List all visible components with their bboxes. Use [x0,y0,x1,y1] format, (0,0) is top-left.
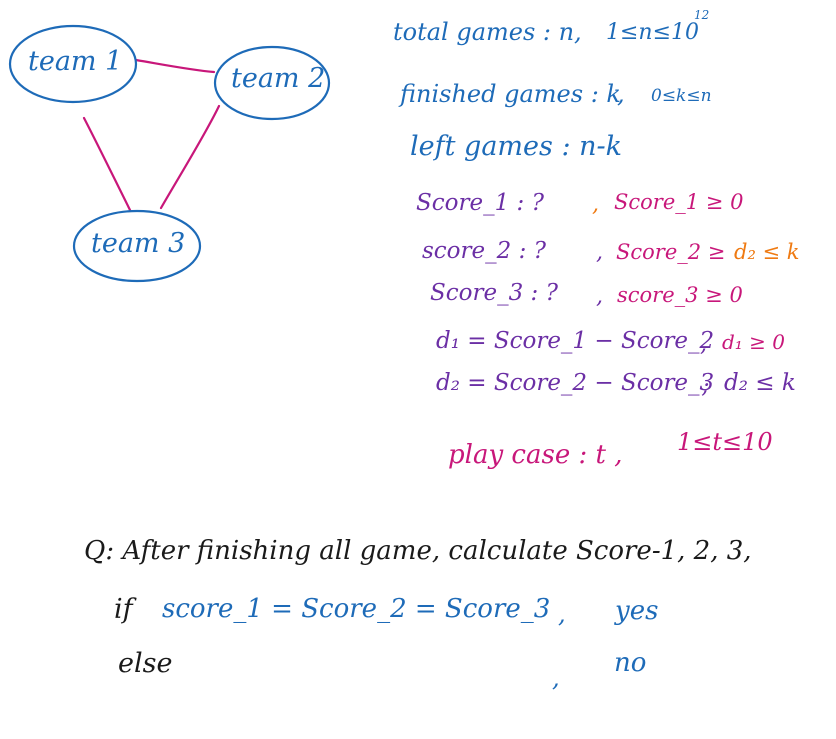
score2-constraint-b: d₂ ≤ k [734,240,800,264]
d1-sep: , [700,332,707,357]
score1-constraint: Score_1 ≥ 0 [614,190,744,214]
score3-sep: , [596,284,603,309]
score3-label: Score_3 : ? [430,280,558,306]
finished-games-constraint: 0≤k≤n [651,86,712,106]
else-keyword: else [118,648,173,679]
d1-label: d₁ = Score_1 − Score_2 [436,328,715,354]
node-team3-ellipse [72,209,202,283]
d1-constraint: d₁ ≥ 0 [722,330,786,354]
edge-team1-team3 [82,116,132,212]
d2-sep: ; [702,374,710,399]
score2-constraint-a: Score_2 ≥ [616,240,726,264]
total-games-exponent: 12 [694,8,710,22]
left-games-label: left games : n-k [410,131,622,162]
total-games-label: total games : n [393,18,575,46]
play-case-label: play case : t , [448,440,623,470]
if-sep: , [558,600,566,628]
node-team1-ellipse [8,24,138,104]
node-team2-label: team 2 [231,63,326,94]
if-condition: score_1 = Score_2 = Score_3 [162,594,551,624]
d2-label: d₂ = Score_2 − Score_3 [436,370,715,396]
edge-team2-team3 [159,104,221,210]
score3-constraint: score_3 ≥ 0 [617,283,743,307]
question-line: Q: After finishing all game, calculate S… [84,536,752,566]
else-result: no [614,648,647,678]
finished-games-label: finished games : k [400,80,621,108]
node-team3-label: team 3 [91,228,186,259]
if-keyword: if [114,594,133,625]
d2-constraint: d₂ ≤ k [724,370,796,396]
edge-team1-team2 [134,58,216,74]
score2-sep: , [596,240,603,265]
node-team1-label: team 1 [28,46,123,77]
if-result: yes [615,596,659,626]
score1-sep: , [592,192,599,217]
total-games-constraint: 1≤n≤10 [606,20,700,45]
total-games-sep: , [574,18,582,46]
node-team2-ellipse [213,45,331,121]
play-case-constraint: 1≤t≤10 [677,428,773,456]
score1-label: Score_1 : ? [416,190,544,216]
finished-games-sep: , [617,80,625,108]
else-sep: , [552,664,560,692]
score2-label: score_2 : ? [422,238,546,264]
